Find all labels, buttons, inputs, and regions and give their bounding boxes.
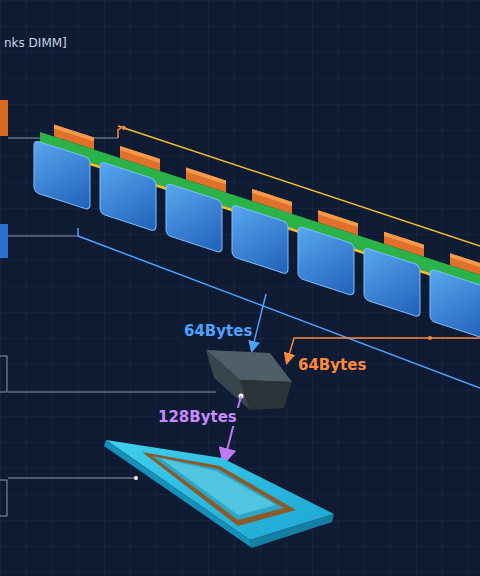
memory-chip xyxy=(100,161,156,231)
byte-label: 64Bytes xyxy=(182,322,254,340)
byte-label: 128Bytes xyxy=(156,408,239,426)
memory-chip xyxy=(34,140,90,210)
byte-label: 64Bytes xyxy=(296,356,368,374)
heading-fragment: nks DIMM] xyxy=(2,36,69,50)
memory-chip xyxy=(298,226,354,296)
memory-chip xyxy=(232,204,288,274)
memory-chip xyxy=(364,247,420,317)
memory-chip xyxy=(430,269,480,339)
memory-chip xyxy=(166,183,222,253)
